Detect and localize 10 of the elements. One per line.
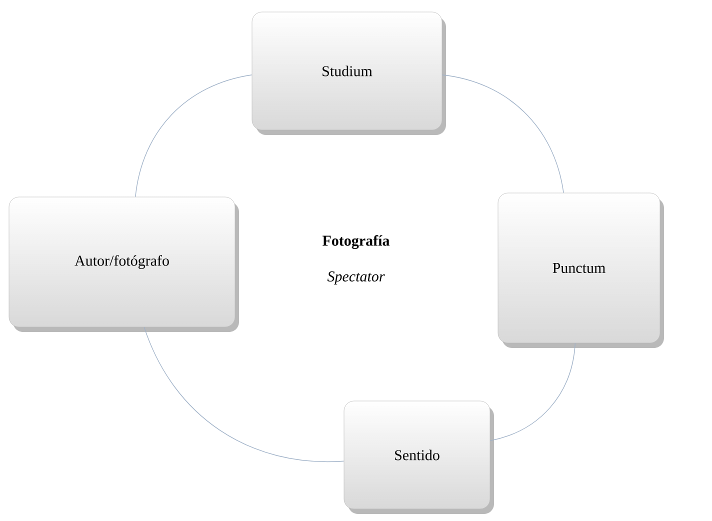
connector-arc — [490, 342, 576, 442]
rounded-box: Punctum — [498, 192, 664, 348]
connector-arc — [144, 326, 344, 462]
rounded-box: Studium — [252, 12, 446, 135]
connector-arc — [442, 74, 564, 194]
rounded-box: Sentido — [344, 400, 494, 514]
connector-arc — [135, 74, 252, 198]
center-label: Fotografía — [322, 235, 390, 249]
center-label: Spectator — [327, 271, 385, 285]
rounded-box: Autor/fotógrafo — [8, 196, 239, 332]
